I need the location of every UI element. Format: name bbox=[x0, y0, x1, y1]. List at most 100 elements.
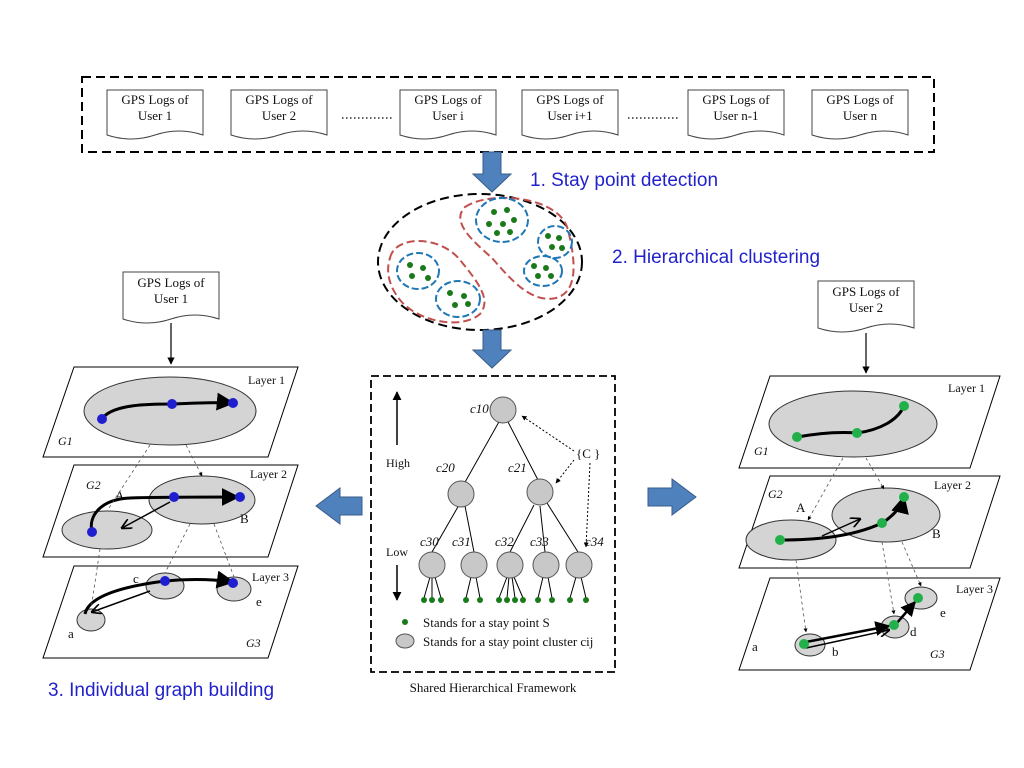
legend-point-label: Stands for a stay point S bbox=[423, 615, 550, 630]
blue-cluster bbox=[435, 280, 481, 318]
node-label-c20: c20 bbox=[436, 460, 455, 475]
framework-dashed-border bbox=[370, 375, 616, 673]
label-A: A bbox=[115, 488, 125, 503]
g3-label: G3 bbox=[246, 636, 261, 650]
cluster-nodes bbox=[418, 396, 593, 579]
log-doc-line2: User 2 bbox=[262, 108, 296, 123]
high-label: High bbox=[386, 456, 410, 470]
node-label-c10: c10 bbox=[470, 401, 489, 416]
node-label-c32: c32 bbox=[495, 534, 514, 549]
trajectory-arrow-icon bbox=[895, 600, 916, 625]
transition-arrow-icon bbox=[821, 519, 860, 537]
label-A: A bbox=[796, 500, 806, 515]
node-c33 bbox=[532, 551, 560, 579]
legend-point-icon bbox=[402, 619, 408, 625]
g2-label: G2 bbox=[768, 487, 783, 501]
log-doc-user-i: GPS Logs of User i bbox=[399, 89, 497, 140]
cluster-A bbox=[61, 510, 153, 550]
g3-label: G3 bbox=[930, 647, 945, 661]
g2-label: G2 bbox=[86, 478, 101, 492]
blue-cluster bbox=[537, 225, 573, 259]
red-cluster-left bbox=[387, 240, 486, 324]
user-2-graph: GPS Logs of User 2 Layer 1 G1 Layer 2 G2… bbox=[738, 280, 1001, 671]
shared-hierarchical-framework: High Low bbox=[370, 375, 616, 673]
trajectory-arrow-icon bbox=[805, 621, 891, 644]
label-B: B bbox=[240, 511, 249, 526]
log-doc-user-n-minus-1: GPS Logs of User n-1 bbox=[687, 89, 785, 140]
framework-caption: Shared Hierarchical Framework bbox=[410, 680, 577, 695]
log-doc-line2: User n-1 bbox=[713, 108, 758, 123]
stay-points bbox=[407, 207, 565, 308]
log-doc-line1: GPS Logs of bbox=[121, 92, 189, 107]
blue-cluster bbox=[475, 197, 529, 243]
transition-arrow-icon bbox=[92, 590, 151, 612]
layer-1-cluster bbox=[768, 390, 938, 458]
log-doc-line1: GPS Logs of bbox=[414, 92, 482, 107]
log-doc-user-1: GPS Logs of User 1 bbox=[106, 89, 204, 140]
node-label-c21: c21 bbox=[508, 460, 527, 475]
log-doc-user-2: GPS Logs of User 2 bbox=[230, 89, 328, 140]
layer-1-label: Layer 1 bbox=[948, 381, 985, 395]
log-doc-line1: GPS Logs of bbox=[702, 92, 770, 107]
layer-1-label: Layer 1 bbox=[248, 373, 285, 387]
logs-dashed-border bbox=[81, 76, 935, 153]
step-1-label: 1. Stay point detection bbox=[530, 170, 718, 191]
log-doc-line2: User i+1 bbox=[547, 108, 592, 123]
label-c: c bbox=[133, 571, 139, 586]
log-doc-line1: GPS Logs of bbox=[826, 92, 894, 107]
layer-1-cluster bbox=[83, 376, 257, 446]
transition-arrow-icon bbox=[122, 501, 171, 528]
cluster-B bbox=[831, 487, 941, 543]
svg-text:User 1: User 1 bbox=[154, 291, 188, 306]
step-3-label: 3. Individual graph building bbox=[48, 680, 274, 701]
label-d: d bbox=[910, 624, 917, 639]
g1-label: G1 bbox=[58, 434, 73, 448]
inter-layer-links bbox=[90, 444, 235, 610]
c-set-pointer-icon bbox=[555, 459, 575, 484]
c-set-pointer-icon bbox=[521, 415, 575, 452]
label-e: e bbox=[940, 605, 946, 620]
down-arrow-icon bbox=[471, 329, 513, 369]
label-a: a bbox=[68, 626, 74, 641]
layer-3-label: Layer 3 bbox=[252, 570, 289, 584]
tree-edges bbox=[423, 419, 587, 599]
cluster-a bbox=[76, 608, 106, 632]
log-doc-line2: User 1 bbox=[138, 108, 172, 123]
g1-label: G1 bbox=[754, 444, 769, 458]
node-c10 bbox=[489, 396, 517, 424]
hierarchical-clustering bbox=[377, 193, 583, 331]
node-label-c30: c30 bbox=[420, 534, 439, 549]
user-2-log-doc: GPS Logs of User 2 bbox=[817, 280, 915, 333]
label-e: e bbox=[256, 594, 262, 609]
layer-2-label: Layer 2 bbox=[250, 467, 287, 481]
down-arrow-icon bbox=[471, 151, 513, 193]
blue-cluster bbox=[523, 255, 563, 287]
node-c32 bbox=[496, 551, 524, 579]
svg-text:GPS Logs of: GPS Logs of bbox=[832, 284, 900, 299]
layer-3-label: Layer 3 bbox=[956, 582, 993, 596]
node-label-c33: c33 bbox=[530, 534, 549, 549]
label-B: B bbox=[932, 526, 941, 541]
svg-text:GPS Logs of: GPS Logs of bbox=[137, 275, 205, 290]
node-c31 bbox=[460, 551, 488, 579]
inter-layer-links bbox=[795, 457, 922, 633]
user-1-log-doc: GPS Logs of User 1 bbox=[122, 271, 220, 324]
left-arrow-icon bbox=[315, 487, 363, 525]
log-doc-line1: GPS Logs of bbox=[245, 92, 313, 107]
node-c34 bbox=[565, 551, 593, 579]
trajectory-arrow-icon bbox=[89, 488, 240, 533]
node-c20 bbox=[447, 480, 475, 508]
node-label-c34: c34 bbox=[585, 534, 604, 549]
leaf-stay-points bbox=[421, 597, 589, 603]
label-b: b bbox=[832, 644, 839, 659]
cluster-outer-ellipse bbox=[377, 193, 583, 331]
svg-text:User 2: User 2 bbox=[849, 300, 883, 315]
label-a: a bbox=[752, 639, 758, 654]
log-doc-line2: User n bbox=[843, 108, 878, 123]
legend-cluster-icon bbox=[395, 633, 415, 649]
step-2-label: 2. Hierarchical clustering bbox=[612, 247, 820, 268]
c-set-label: {C } bbox=[576, 446, 600, 461]
node-c30 bbox=[418, 551, 446, 579]
low-label: Low bbox=[386, 545, 408, 559]
